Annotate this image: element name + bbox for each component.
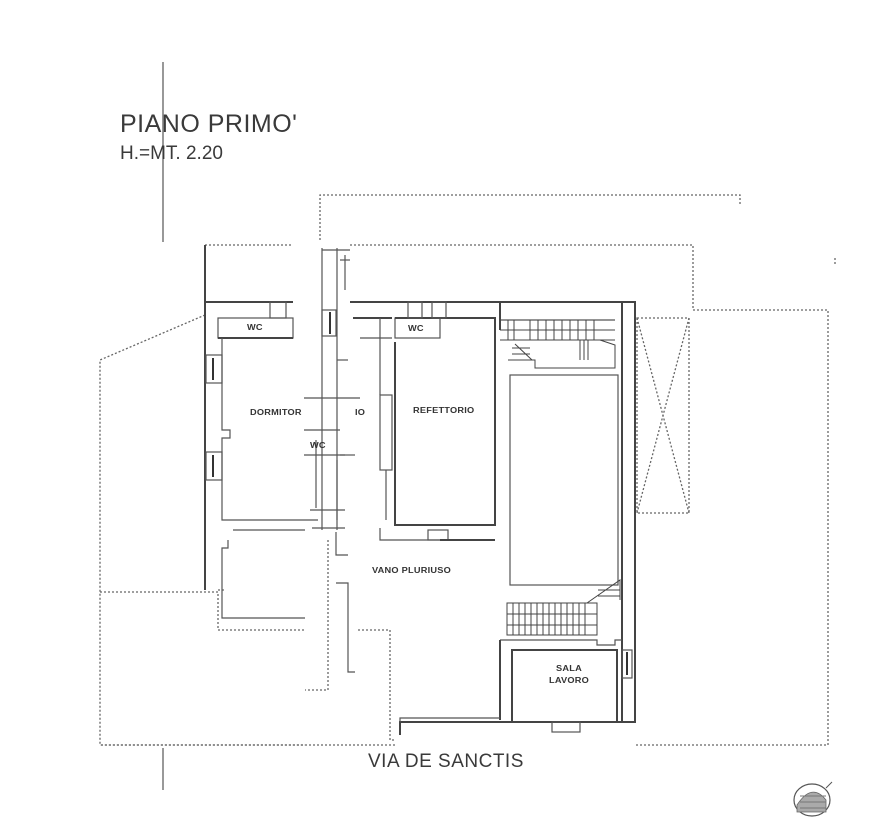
street-label: VIA DE SANCTIS [368,751,524,772]
room-label-vano-pluriuso: VANO PLURIUSO [372,566,451,575]
dormitory-walls [205,301,318,619]
plan-title: PIANO PRIMO' [120,110,298,138]
room-label-wc-left: WC [247,323,263,332]
room-label-refettorio: REFETTORIO [413,406,475,415]
room-label-dormitorio: DORMITOR [250,408,302,417]
sala-lavoro-line1: SALA [556,664,582,673]
right-wing [499,302,619,586]
room-label-corridor: IO [355,408,366,417]
room-label-wc-small: WC [310,441,326,450]
central-corridor [304,309,360,673]
neighbor-boundaries [99,194,836,746]
room-label-wc-center: WC [408,324,424,333]
sala-lavoro-line2: LAVORO [548,676,590,685]
void-cross-icon [636,317,690,514]
plan-height-label: H.=MT. 2.20 [120,143,223,164]
north-compass-icon [793,781,833,817]
room-label-sala-lavoro: SALA LAVORO [546,663,592,687]
refettorio-walls [353,301,496,541]
sala-lavoro-walls [399,579,633,733]
